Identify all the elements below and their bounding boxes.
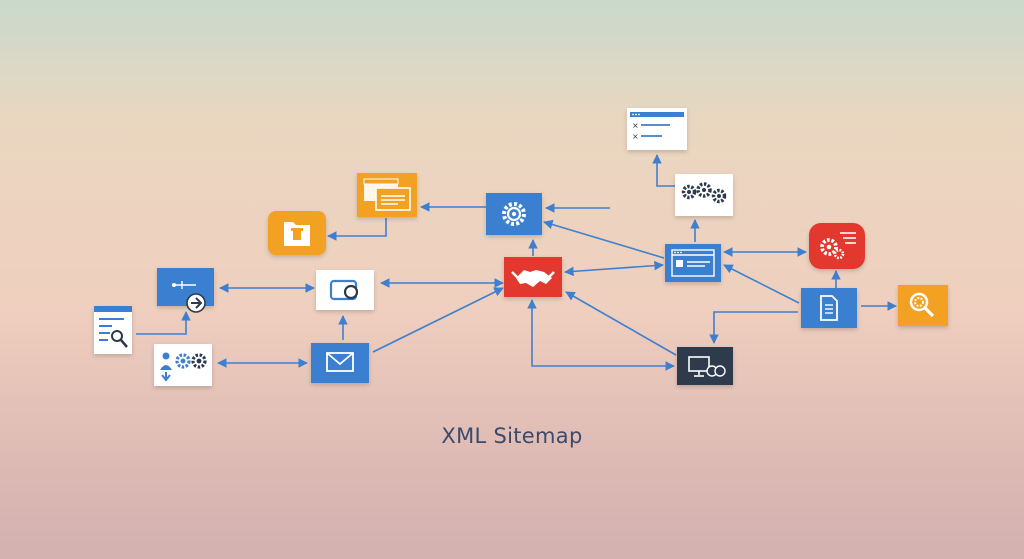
camera-icon	[329, 279, 359, 301]
arrow-right-icon	[186, 293, 206, 313]
handshake-icon	[511, 270, 555, 287]
svg-text:×: ×	[632, 121, 639, 130]
connectors	[136, 154, 897, 371]
orange-search-node[interactable]	[898, 285, 948, 326]
folder-icon	[284, 222, 310, 246]
navigation-line-icon	[172, 281, 196, 289]
gears-icon	[681, 182, 727, 204]
connector-profile-to-document	[723, 264, 800, 304]
svg-text:×: ×	[632, 132, 639, 141]
connector-gear-to-profile	[543, 219, 665, 259]
profile-window-icon	[671, 249, 715, 277]
document-node[interactable]	[801, 288, 857, 328]
connector-browser-to-folder	[327, 218, 387, 241]
monitor-node[interactable]	[677, 347, 733, 385]
document-icon	[820, 295, 838, 321]
connector-search-to-navigation	[136, 311, 191, 335]
document-lines-icon	[94, 306, 132, 341]
navigation-node[interactable]	[157, 268, 214, 306]
user-gears-icon	[160, 352, 207, 382]
browser-windows-icon	[363, 178, 411, 211]
gear-list-icon	[820, 232, 856, 260]
connector-document-to-monitor	[709, 311, 798, 344]
checklist-icon: × ×	[630, 112, 684, 141]
nodes: × ×	[94, 108, 948, 386]
magnifier-icon	[111, 330, 128, 348]
connector-hub-to-monitor-diagonal	[565, 291, 677, 356]
magnifier-icon	[909, 292, 935, 318]
connector-hub-to-profile	[564, 260, 664, 277]
connector-email-to-hub	[372, 287, 504, 353]
gear-icon	[502, 202, 526, 226]
diagram-title: XML Sitemap	[441, 424, 583, 448]
connector-hub-to-monitor	[527, 299, 675, 371]
red-settings-node[interactable]	[809, 223, 865, 269]
envelope-icon	[326, 352, 354, 372]
connector-gears-to-checklist	[652, 154, 675, 187]
monitor-icon	[688, 356, 726, 377]
